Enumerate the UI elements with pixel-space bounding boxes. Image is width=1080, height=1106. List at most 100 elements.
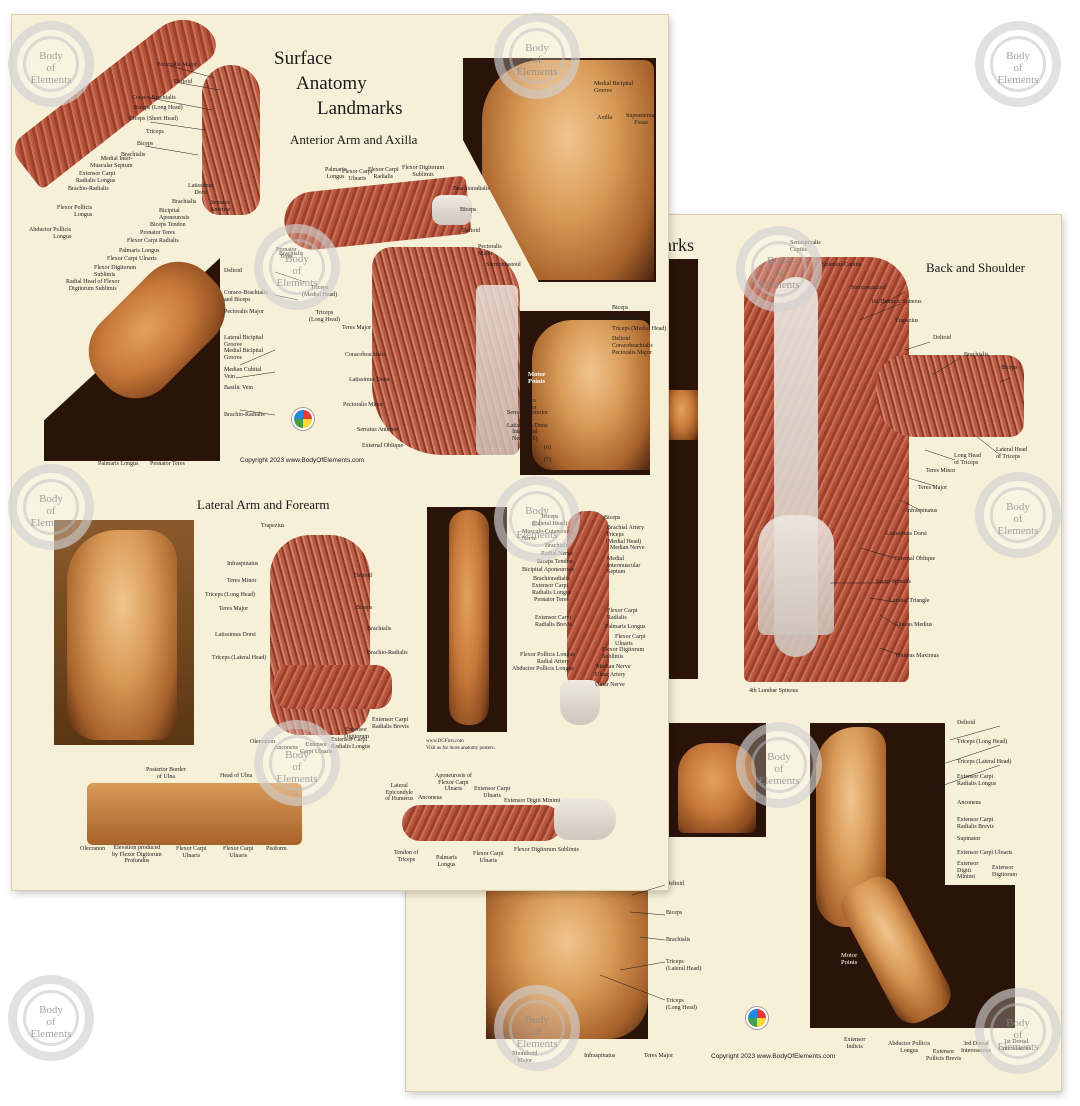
forearm-vertical-skin — [449, 510, 489, 725]
label: Sternomastoid — [486, 262, 521, 268]
label: Medial Bicipital Groove — [594, 81, 634, 94]
watermark-logo: Body of Elements — [975, 988, 1061, 1074]
hand-illustration — [560, 680, 600, 725]
label: Infraspinatus — [227, 561, 259, 567]
label: Pectoralis Major — [612, 350, 652, 356]
label: Biceps (Short Head) — [129, 116, 178, 122]
label: Flexor Digitorum Sublimis — [402, 165, 445, 178]
label: Abductor Pollicis Longus — [512, 666, 574, 672]
label: Bicipital Aponeurosis — [159, 208, 190, 221]
watermark-logo: Body of Elements — [494, 985, 580, 1071]
watermark-logo: Body of Elements — [494, 476, 580, 562]
label: Flexor Carpi Ulnaris — [473, 851, 504, 864]
label: Biceps — [666, 910, 683, 916]
label: Biceps — [137, 141, 154, 147]
label: Flexor Carpi Ulnaris — [176, 846, 207, 859]
motor-points-label: Motor Points — [841, 952, 858, 966]
label: Brachialis — [172, 199, 197, 205]
label: Deltoid — [612, 336, 630, 342]
label: Head of Ulna — [220, 773, 253, 779]
watermark-logo: Body of Elements — [8, 21, 94, 107]
label: Flexor Digitorum Sublimis — [514, 847, 580, 853]
label: Serratus Anterior — [507, 410, 549, 416]
watermark-text: Body of Elements — [30, 493, 72, 529]
poster-title-line-3: Landmarks — [317, 98, 403, 119]
label: Extensor Digiti Minimi — [957, 861, 979, 881]
label: Coracobrachialis — [345, 352, 386, 358]
label: Triceps (Medial Head) — [612, 326, 667, 332]
watermark-text: Body of Elements — [30, 1004, 72, 1040]
label: Trapezius — [261, 523, 285, 529]
label: Triceps — [146, 129, 164, 135]
watermark-text: Body of Elements — [758, 751, 800, 787]
label: Teres Minor — [227, 578, 257, 584]
label: Anconeus — [418, 795, 442, 801]
label: Extensor Carpi Radialis Brevis — [957, 817, 994, 830]
label: Brachioradialis — [533, 576, 570, 582]
label: Brachialis — [964, 352, 989, 358]
label: Splenius Capitis — [822, 262, 862, 268]
label: Triceps (Long Head) — [957, 739, 1008, 745]
label: Flexor Pollicis Longus — [57, 205, 93, 218]
label: Coraco-Brachialis — [132, 95, 176, 101]
watermark-logo: Body of Elements — [254, 720, 340, 806]
label: Pronator Teres — [150, 461, 185, 467]
label: Deltoid — [462, 228, 480, 234]
label: Brachialis — [666, 937, 691, 943]
label: Infraspinatus — [584, 1053, 616, 1059]
subtitle-anterior-arm: Anterior Arm and Axilla — [290, 132, 418, 147]
back-subtitle: Back and Shoulder — [926, 260, 1025, 275]
label: Extensor Carpi Radialis Brevis — [372, 717, 409, 730]
label: Biceps — [460, 207, 477, 213]
website-note: www.DCFirst.com Visit us for more anatom… — [426, 739, 495, 751]
watermark-text: Body of Elements — [30, 50, 72, 86]
label: Basilic Vein — [224, 385, 254, 391]
label: Triceps (Long Head) — [205, 592, 256, 598]
label: Extensor Carpi Radialis Longus — [76, 171, 116, 184]
label: Radial Head of Flexor Digitorum Sublimis — [66, 279, 120, 292]
label: Pectoralis Major — [157, 62, 197, 68]
label: Extensor Digitorum — [344, 727, 369, 740]
label: Triceps (Long Head) — [666, 998, 697, 1011]
label: Extensor Carpi Radialis Longus — [957, 774, 997, 787]
label: Lateral Bicipital Groove — [224, 335, 264, 348]
label: Flexor Digitorum Sublimis — [602, 647, 645, 660]
front-motor-points-label: Motor Points — [528, 371, 546, 385]
label: Deltoid — [666, 881, 684, 887]
label: Trapezius — [895, 318, 919, 324]
watermark-text: Body of Elements — [997, 501, 1039, 537]
label: Sternomastoid — [851, 285, 886, 291]
label: Teres Major — [342, 325, 372, 331]
label: Ulnar Artery — [595, 672, 626, 678]
label: Extensor Digiti Minimi — [504, 798, 561, 804]
label: Deltoid — [224, 268, 242, 274]
label: Brachialis — [121, 152, 146, 158]
label: Posterior Border of Ulna — [146, 767, 186, 780]
label: Elevation produced by Flexor Digitorum P… — [112, 845, 162, 865]
label: Suprasternal Fossa — [626, 113, 656, 126]
watermark-text: Body of Elements — [516, 505, 558, 541]
lateral-arm-photo-skin — [67, 530, 177, 740]
label: Radial Artery — [537, 659, 570, 665]
label: Extensor Indicis — [844, 1037, 866, 1050]
label: Median Cubital Vein — [224, 367, 262, 380]
watermark-logo: Body of Elements — [8, 975, 94, 1061]
watermark-logo: Body of Elements — [736, 226, 822, 312]
subtitle-lateral-arm: Lateral Arm and Forearm — [197, 497, 330, 512]
watermark-logo: Body of Elements — [975, 472, 1061, 558]
label: Deltoid — [174, 79, 192, 85]
poster-title-line-1: Surface — [274, 48, 333, 69]
label: Brachioradialis — [453, 186, 490, 192]
label: Extensor Digitorum — [992, 865, 1017, 878]
label: Triceps (Lateral Head) — [957, 759, 1012, 765]
label: Biceps — [612, 305, 629, 311]
label: Latissimus Dorsi — [349, 377, 390, 383]
label: Serratus Anterior — [357, 427, 399, 433]
forearm-horizontal-muscle — [402, 805, 562, 841]
label: Biceps (Long Head) — [134, 105, 183, 111]
label: 4th Lumbar Spinous — [749, 688, 798, 694]
label: Ulnar Nerve — [595, 682, 625, 688]
label: Flexor Pollicis Longus — [520, 652, 575, 658]
label: Flexor Carpi Ulnaris — [107, 256, 157, 262]
front-copyright: Copyright 2023 www.BodyOfElements.com — [240, 457, 365, 464]
